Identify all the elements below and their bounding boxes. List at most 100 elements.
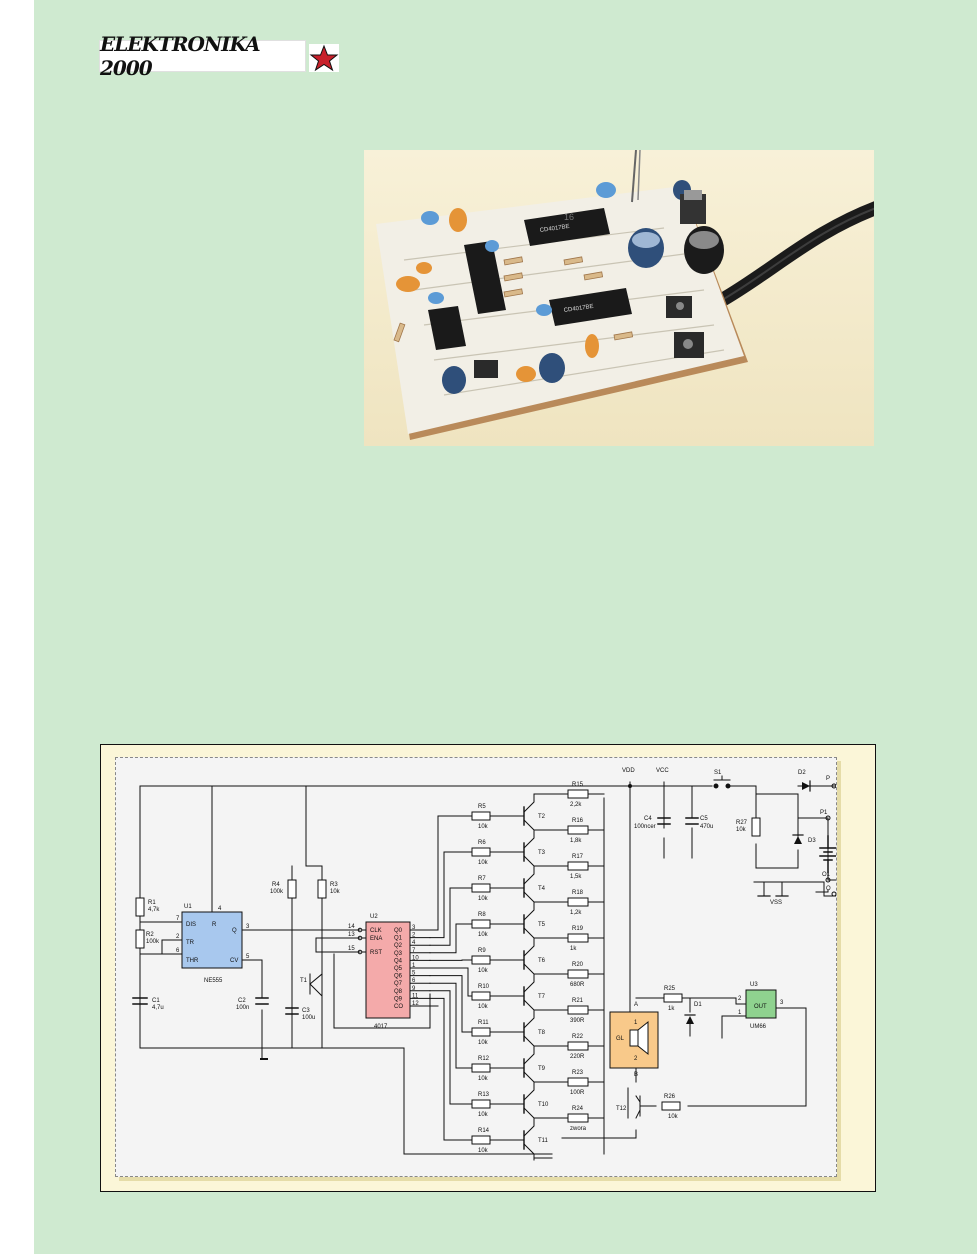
c5-capacitor <box>685 817 699 825</box>
counter-output-number: 11 <box>412 993 419 999</box>
collector-resistor-label: R23 <box>572 1070 584 1076</box>
transistor-label: T3 <box>538 850 546 856</box>
vcc-label: VCC <box>656 768 669 774</box>
d2-label: D2 <box>798 770 806 776</box>
base-resistor-value: 10k <box>478 1148 489 1154</box>
transistor-label: T10 <box>538 1102 549 1108</box>
counter-pin-number: 13 <box>348 932 355 938</box>
c3-label: C3 <box>302 1008 310 1014</box>
r2-value: 100k <box>146 939 160 945</box>
vdd-node <box>628 784 632 788</box>
collector-resistor <box>567 1113 589 1123</box>
pin-r: R <box>212 922 217 928</box>
speaker-pin-1: 1 <box>634 1020 638 1026</box>
collector-resistor-label: R22 <box>572 1034 584 1040</box>
um66-pin-3: 3 <box>780 1000 784 1006</box>
c2-value: 100n <box>236 1005 249 1011</box>
counter-output-label: Q5 <box>394 966 403 972</box>
u1-label: U1 <box>184 904 192 910</box>
s1-label: S1 <box>714 770 722 776</box>
pin-dis: DIS <box>186 922 196 928</box>
counter-output-label: Q1 <box>394 936 403 942</box>
r27-value: 10k <box>736 827 747 833</box>
counter-output-number: 1 <box>412 963 416 969</box>
p-label: P <box>826 776 830 782</box>
base-resistor-value: 10k <box>478 1004 489 1010</box>
collector-resistor-label: R16 <box>572 818 584 824</box>
gl-label: GL <box>616 1036 625 1042</box>
p1-label: P1 <box>820 810 828 816</box>
collector-resistor-value: 1,2k <box>570 910 582 916</box>
counter-pin-label: CLK <box>370 928 382 934</box>
collector-resistor-label: R21 <box>572 998 584 1004</box>
c1-label: C1 <box>152 998 160 1004</box>
r26-resistor <box>661 1101 681 1111</box>
counter-output-label: Q6 <box>394 974 403 980</box>
collector-resistor <box>567 1041 589 1051</box>
node-b-label: B <box>634 1072 638 1078</box>
counter-output-label: Q8 <box>394 989 403 995</box>
base-resistor-value: 10k <box>478 1040 489 1046</box>
r25-resistor <box>663 993 683 1003</box>
counter-output-label: Q4 <box>394 958 403 964</box>
d3-diode <box>794 836 802 844</box>
s1-switch <box>713 775 731 789</box>
counter-output-label: Q0 <box>394 928 403 934</box>
counter-output-label: CO <box>394 1004 403 1010</box>
speaker-pin-2: 2 <box>634 1056 638 1062</box>
c4-value: 100ncer <box>634 824 656 830</box>
board-number: 16 <box>564 212 574 222</box>
collector-resistor <box>567 933 589 943</box>
transistor-label: T2 <box>538 814 546 820</box>
base-resistor-value: 10k <box>478 1076 489 1082</box>
counter-output-label: Q2 <box>394 943 403 949</box>
counter-pin-number: 15 <box>348 946 355 952</box>
counter-pin-number: 14 <box>348 924 355 930</box>
base-resistor <box>471 919 491 929</box>
o-label: O <box>826 886 831 892</box>
u2-label: U2 <box>370 914 378 920</box>
collector-resistor <box>567 861 589 871</box>
counter-pin-label: ENA <box>370 936 382 942</box>
counter-pin-label: RST <box>370 950 382 956</box>
collector-resistor-value: 2,2k <box>570 802 582 808</box>
r25-value: 1k <box>668 1006 675 1012</box>
base-resistor <box>471 883 491 893</box>
ic-label-top: CD4017BE <box>539 224 570 234</box>
battery-icon <box>819 835 836 873</box>
t12-label: T12 <box>616 1106 627 1112</box>
collector-resistor-value: 1,8k <box>570 838 582 844</box>
schematic-frame: U1 NE555 DIS R Q TR THR CV 7 4 3 2 6 5 R… <box>100 744 876 1192</box>
vdd-label: VDD <box>622 768 635 774</box>
r26-label: R26 <box>664 1094 676 1100</box>
pin-6: 6 <box>176 948 180 954</box>
um66-pin-1: 1 <box>738 1010 742 1016</box>
collector-resistor-value: zwora <box>570 1126 587 1132</box>
base-resistor-value: 10k <box>478 1112 489 1118</box>
collector-resistor-label: R17 <box>572 854 584 860</box>
r2-label: R2 <box>146 932 154 938</box>
base-resistor <box>471 1099 491 1109</box>
transistor-label: T7 <box>538 994 546 1000</box>
base-resistor <box>471 1135 491 1145</box>
terminal-p1 <box>825 815 831 821</box>
d2-diode <box>802 782 810 790</box>
base-resistor-value: 10k <box>478 896 489 902</box>
ne555-label: NE555 <box>204 978 223 984</box>
transistor-label: T9 <box>538 1066 546 1072</box>
counter-output-number: 10 <box>412 955 419 961</box>
r1-label: R1 <box>148 900 156 906</box>
pin-thr: THR <box>186 958 199 964</box>
collector-resistor-value: 220R <box>570 1054 585 1060</box>
collector-resistor-value: 1k <box>570 946 577 952</box>
base-resistor-value: 10k <box>478 824 489 830</box>
transistor-stages: R510kT2R152,2kR610kT3R161,8kR710kT4R171,… <box>471 782 605 1161</box>
magazine-logo: ELEKTRONIKA 2000 <box>99 32 306 80</box>
base-resistor-label: R8 <box>478 912 486 918</box>
ic-chips <box>428 208 632 350</box>
